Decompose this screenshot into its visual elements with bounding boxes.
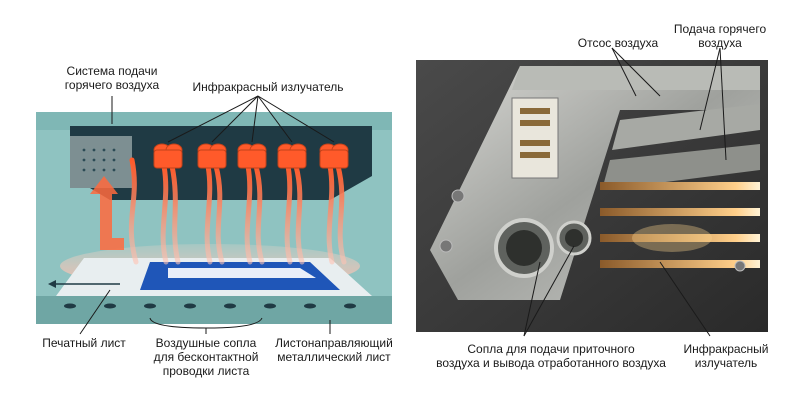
label-line: Система подачи bbox=[62, 64, 162, 78]
label-hot-air-system: Система подачи горячего воздуха bbox=[62, 64, 162, 92]
ir-lamp bbox=[278, 144, 306, 168]
label-hot-air-feed: Подача горячего воздуха bbox=[668, 22, 772, 50]
ir-lamp bbox=[154, 144, 182, 168]
label-printed-sheet: Печатный лист bbox=[40, 336, 128, 350]
dryer-photo bbox=[416, 60, 768, 332]
label-line: горячего воздуха bbox=[62, 78, 162, 92]
label-line: Листонаправляющий bbox=[272, 336, 396, 350]
label-ir-emitter-right: Инфракрасный излучатель bbox=[676, 342, 776, 370]
label-line: излучатель bbox=[676, 356, 776, 370]
label-line: металлический лист bbox=[272, 350, 396, 364]
label-line: Сопла для подачи приточного bbox=[430, 342, 672, 356]
label-nozzles-supply-exhaust: Сопла для подачи приточного воздуха и вы… bbox=[430, 342, 672, 370]
label-air-nozzles: Воздушные сопла для бесконтактной провод… bbox=[152, 336, 260, 378]
label-sheet-guide: Листонаправляющий металлический лист bbox=[272, 336, 396, 364]
label-line: воздуха bbox=[668, 36, 772, 50]
label-line: для бесконтактной bbox=[152, 350, 260, 364]
ir-lamp bbox=[320, 144, 348, 168]
label-line: Воздушные сопла bbox=[152, 336, 260, 350]
ir-lamp bbox=[198, 144, 226, 168]
label-line: проводки листа bbox=[152, 364, 260, 378]
printed-sheet-shape bbox=[56, 258, 372, 296]
label-air-exhaust: Отсос воздуха bbox=[570, 36, 666, 50]
label-line: Инфракрасный bbox=[676, 342, 776, 356]
label-line: Подача горячего bbox=[668, 22, 772, 36]
ir-lamp bbox=[238, 144, 266, 168]
label-line: воздуха и вывода отработанного воздуха bbox=[430, 356, 672, 370]
label-ir-emitter-left: Инфракрасный излучатель bbox=[188, 80, 348, 94]
